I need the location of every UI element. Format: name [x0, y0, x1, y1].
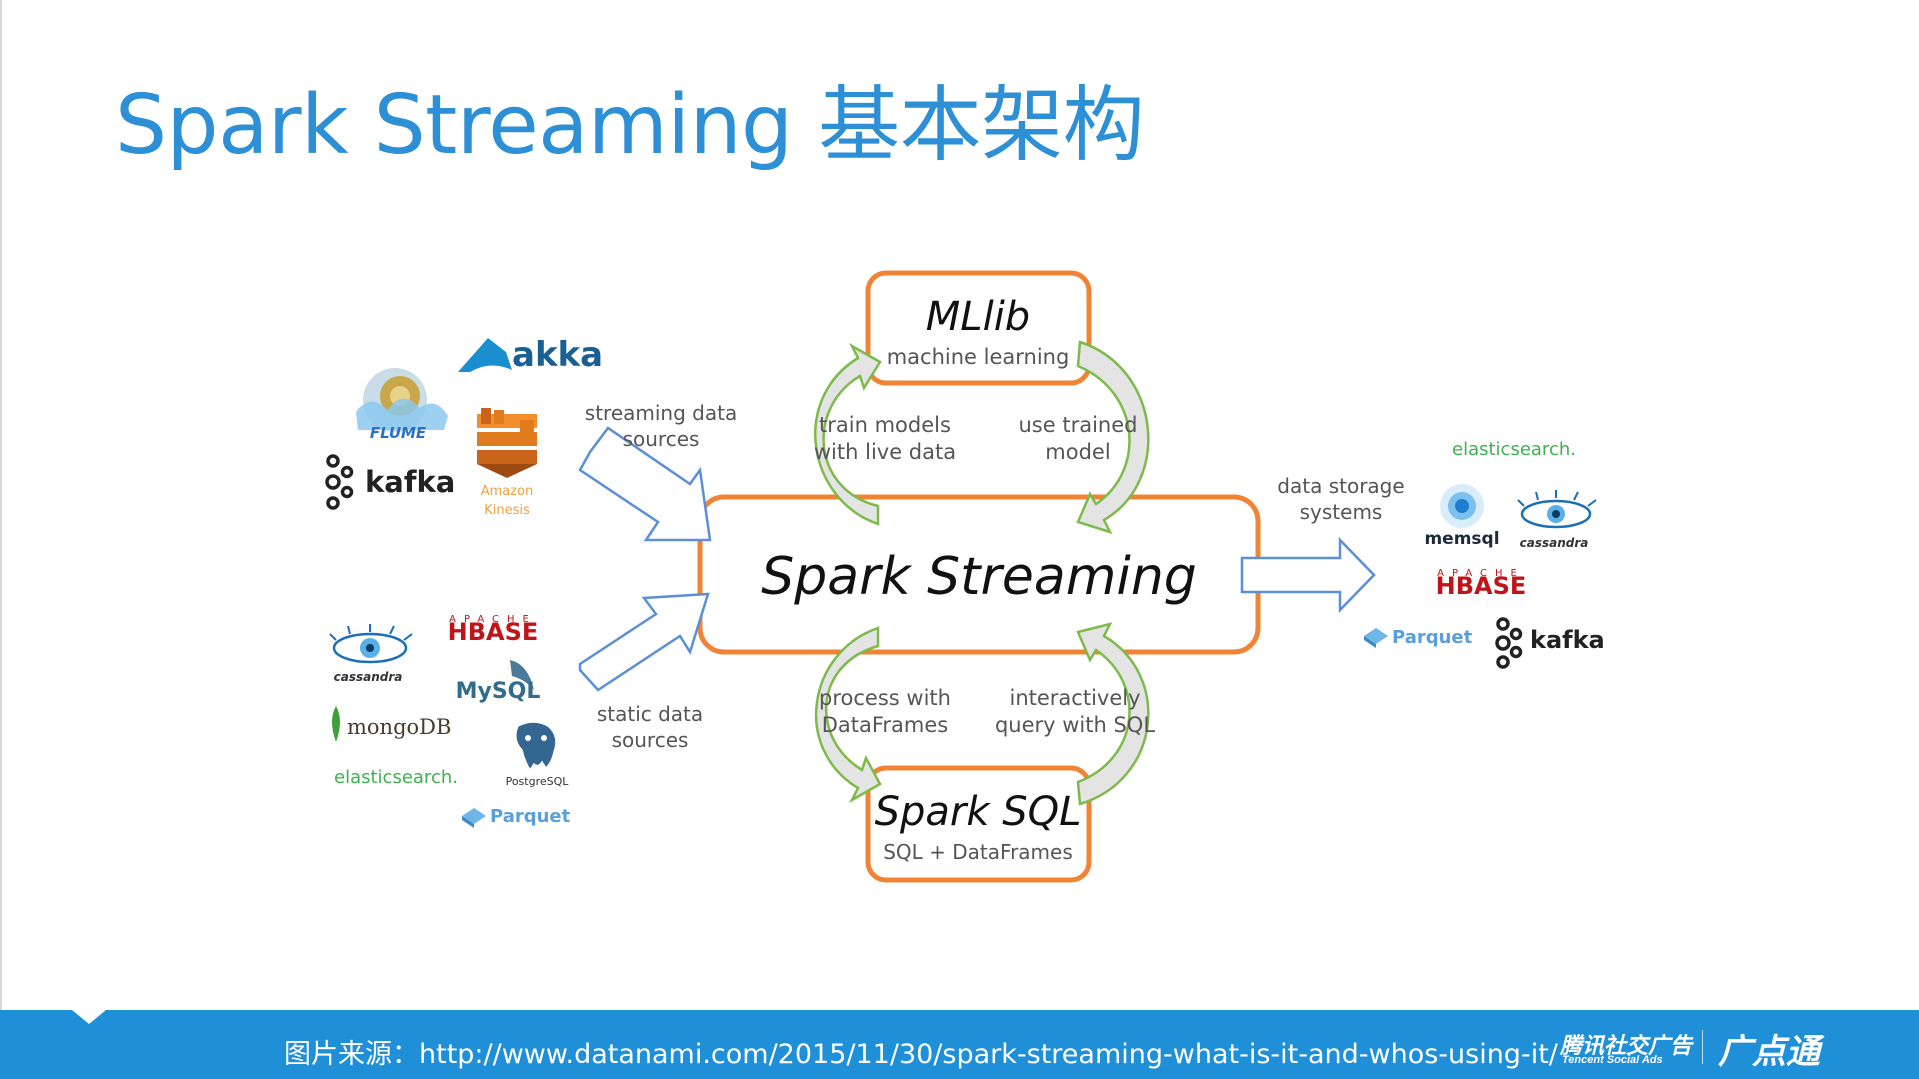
svg-text:Parquet: Parquet	[1392, 627, 1473, 648]
sparksql-subtitle: SQL + DataFrames	[883, 840, 1073, 864]
svg-text:akka: akka	[512, 335, 603, 375]
svg-text:memsql: memsql	[1424, 529, 1499, 549]
hbase-source-logo: APACHE HBASE	[448, 614, 539, 646]
svg-text:kafka: kafka	[1530, 626, 1605, 654]
svg-text:kafka: kafka	[365, 465, 455, 499]
brand-logo-mark: 广点通	[1718, 1032, 1820, 1072]
slide-title: Spark Streaming 基本架构	[115, 78, 1145, 173]
svg-text:HBASE: HBASE	[1436, 572, 1527, 600]
arrow-process-dataframes	[814, 626, 882, 804]
mllib-subtitle: machine learning	[887, 345, 1070, 369]
parquet-storage-logo: Parquet	[1364, 627, 1473, 648]
svg-text:cassandra: cassandra	[334, 670, 403, 684]
svg-text:elasticsearch.: elasticsearch.	[1452, 439, 1576, 460]
svg-text:PostgreSQL: PostgreSQL	[506, 775, 570, 788]
label-train-1: train models	[819, 413, 951, 437]
label-streaming-1: streaming data	[585, 401, 737, 425]
brand-name-cn: 腾讯社交广告	[1560, 1034, 1693, 1059]
svg-text:Kinesis: Kinesis	[484, 503, 530, 518]
svg-text:elasticsearch.: elasticsearch.	[334, 767, 458, 788]
kafka-storage-logo: kafka	[1495, 617, 1605, 669]
amazon-kinesis-logo: Amazon Kinesis	[477, 408, 537, 518]
brand-name-en: Tencent Social Ads	[1562, 1054, 1663, 1066]
spark-streaming-label: Spark Streaming	[761, 547, 1197, 607]
svg-text:APACHE: APACHE	[1437, 568, 1525, 579]
slide-left-border	[0, 0, 2, 1010]
mllib-box	[865, 270, 1092, 386]
elasticsearch-storage-logo: elasticsearch.	[1452, 439, 1576, 460]
arrow-use-model	[1076, 340, 1150, 535]
svg-text:mongoDB: mongoDB	[347, 715, 451, 739]
sparksql-box	[865, 765, 1092, 883]
svg-text:FLUME: FLUME	[370, 424, 427, 442]
footer-notch	[72, 1010, 106, 1024]
footer-bar	[0, 1010, 1919, 1079]
mllib-title: MLlib	[926, 294, 1030, 340]
cassandra-source-logo: cassandra	[329, 624, 413, 684]
label-static-1: static data	[597, 702, 703, 726]
arrow-streaming-input	[578, 426, 712, 542]
postgresql-logo: PostgreSQL	[506, 721, 570, 788]
brand-separator	[1702, 1030, 1703, 1064]
label-static-2: sources	[612, 728, 689, 752]
arrow-query-sql	[1076, 622, 1150, 806]
akka-logo: akka	[458, 335, 603, 375]
label-process-2: DataFrames	[822, 713, 949, 737]
label-use-1: use trained	[1019, 413, 1138, 437]
svg-text:Parquet: Parquet	[490, 806, 571, 827]
image-source-caption: 图片来源：http://www.datanami.com/2015/11/30/…	[284, 1039, 1558, 1070]
label-query-2: query with SQL	[995, 713, 1155, 737]
label-storage-2: systems	[1300, 500, 1383, 524]
arrow-train-models	[814, 342, 882, 526]
svg-text:Amazon: Amazon	[481, 484, 534, 499]
svg-text:MySQL: MySQL	[456, 679, 541, 704]
sparksql-title: Spark SQL	[875, 789, 1082, 835]
svg-text:HBASE: HBASE	[448, 618, 539, 646]
memsql-logo: memsql	[1424, 484, 1500, 549]
arrow-static-input	[578, 592, 710, 692]
mysql-logo: MySQL	[456, 660, 541, 704]
hbase-storage-logo: APACHE HBASE	[1436, 568, 1527, 600]
elasticsearch-source-logo: elasticsearch.	[334, 767, 458, 788]
parquet-source-logo: Parquet	[462, 806, 571, 828]
kafka-source-logo: kafka	[325, 454, 455, 510]
label-query-1: interactively	[1009, 686, 1140, 710]
label-streaming-2: sources	[623, 427, 700, 451]
svg-text:APACHE: APACHE	[449, 614, 537, 625]
label-train-2: with live data	[814, 440, 956, 464]
label-use-2: model	[1045, 440, 1110, 464]
label-process-1: process with	[819, 686, 951, 710]
label-storage-1: data storage	[1277, 474, 1404, 498]
flume-logo: FLUME	[356, 368, 448, 442]
cassandra-storage-logo: cassandra	[1517, 490, 1597, 550]
svg-text:cassandra: cassandra	[1520, 536, 1589, 550]
mongodb-logo: mongoDB	[332, 706, 451, 742]
arrow-storage-output	[1240, 536, 1376, 614]
